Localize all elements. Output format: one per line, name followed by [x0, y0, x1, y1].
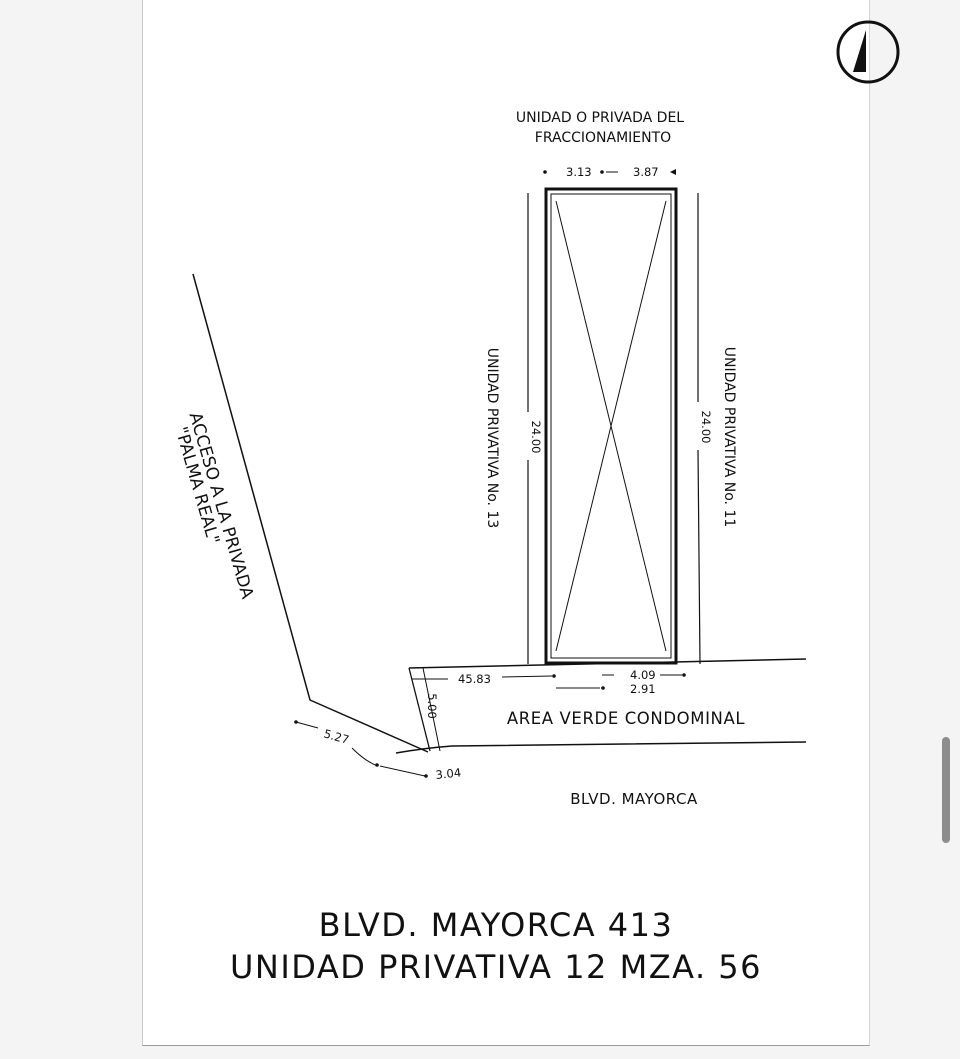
north-arrow-icon: [836, 20, 900, 84]
dimension-right-depth: 24.00: [699, 411, 713, 444]
street-lines: [395, 658, 807, 754]
curve-dimension-marks: [294, 720, 428, 778]
dimension-front-inner: 2.91: [630, 682, 656, 696]
dimension-setback: 5.00: [425, 693, 439, 719]
west-unit-label: UNIDAD PRIVATIVA No. 13: [484, 348, 500, 529]
dimension-front-right: 4.09: [630, 668, 656, 682]
depth-dimension-lines: [527, 193, 701, 665]
front-dimension-marks: [412, 673, 686, 690]
east-unit-label: UNIDAD PRIVATIVA No. 11: [721, 347, 737, 528]
title-address: BLVD. MAYORCA 413: [319, 906, 674, 944]
boulevard-label: BLVD. MAYORCA: [570, 790, 698, 808]
title-unit: UNIDAD PRIVATIVA 12 MZA. 56: [230, 948, 762, 986]
north-unit-label-line2: FRACCIONAMIENTO: [535, 130, 671, 146]
dimension-top-right: 3.87: [633, 165, 659, 179]
top-dimension-marks: [543, 169, 676, 175]
north-unit-label-line1: UNIDAD O PRIVADA DEL: [516, 110, 684, 126]
plan-sheet: [142, 0, 870, 1046]
lot-outline: [544, 187, 678, 665]
green-area-label: AREA VERDE CONDOMINAL: [507, 709, 746, 728]
dimension-curve-b: 3.04: [435, 765, 462, 782]
dimension-curve-a: 5.27: [322, 726, 350, 747]
dimension-front-left: 45.83: [458, 672, 491, 686]
vertical-scrollbar[interactable]: [942, 737, 950, 843]
dimension-left-depth: 24.00: [529, 421, 543, 454]
access-road-line: [192, 273, 429, 753]
dimension-top-left: 3.13: [566, 165, 592, 179]
